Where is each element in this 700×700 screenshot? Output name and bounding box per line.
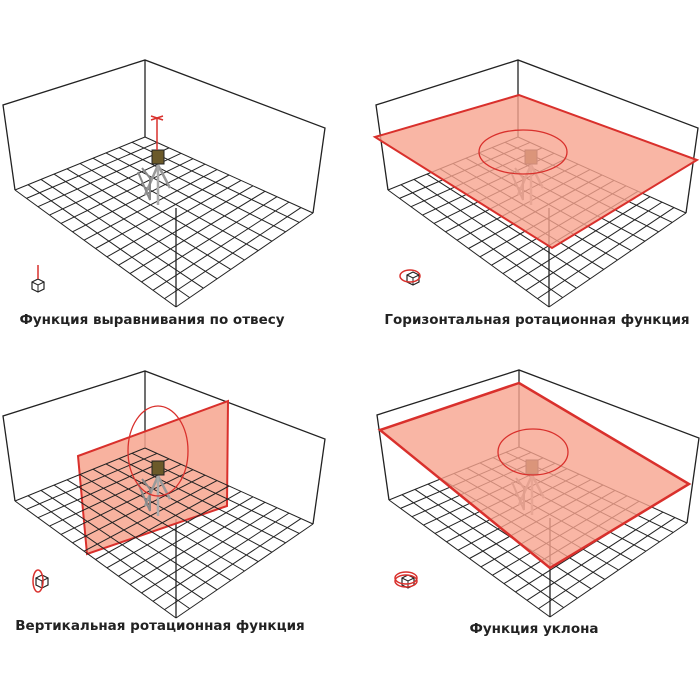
tripod-brace <box>137 167 151 201</box>
panel-slope <box>376 369 700 618</box>
grid-line <box>118 496 254 577</box>
mode-icon <box>31 265 45 293</box>
plumb-cross <box>150 115 164 121</box>
grid-line <box>175 523 314 619</box>
mode-icon <box>394 571 418 589</box>
grid-line <box>106 179 242 258</box>
grid-line <box>72 474 206 544</box>
grid-line <box>141 196 278 283</box>
grid-line <box>37 458 170 519</box>
panel-horizontal <box>372 59 700 308</box>
vertical-ring-icon <box>32 569 44 593</box>
label-plumb: Функция выравнивания по отвесу <box>19 312 285 328</box>
grid-line <box>152 512 290 602</box>
grid-line <box>60 469 194 535</box>
grid-line <box>14 136 146 191</box>
mode-icon <box>32 569 49 593</box>
tripod-leg <box>156 475 172 500</box>
grid-line <box>60 158 194 224</box>
mode-icon <box>399 269 421 286</box>
grid-line <box>525 201 663 291</box>
laser-level-body <box>151 149 165 165</box>
grid-line <box>129 501 266 585</box>
horizontal-ring-icon <box>399 269 421 283</box>
grid-line <box>549 522 688 618</box>
grid-line <box>175 212 314 308</box>
grid-line <box>548 212 687 308</box>
wall-top-edges <box>2 59 326 214</box>
grid-line <box>152 201 290 291</box>
grid-line <box>95 485 230 560</box>
rotation-circle <box>127 405 189 497</box>
label-horizontal: Горизонтальная ротационная функция <box>384 312 690 328</box>
grid-line <box>14 447 146 502</box>
floor-grid <box>14 136 314 308</box>
grid-line <box>537 207 675 300</box>
label-slope: Функция уклона <box>469 621 599 637</box>
grid-line <box>26 141 158 199</box>
grid-line <box>538 517 676 610</box>
grid-line <box>83 169 218 241</box>
rotation-circle <box>497 428 569 476</box>
tripod-leg <box>143 164 160 196</box>
grid-line <box>514 196 651 283</box>
rotation-circle <box>478 129 568 175</box>
tripod-leg <box>143 475 160 507</box>
tripod-laser-level <box>137 460 172 516</box>
tripod-laser-level <box>137 149 172 205</box>
label-vertical: Вертикальная ротационная функция <box>15 618 305 634</box>
grid-line <box>26 452 158 510</box>
slope-ring-icon <box>394 574 418 588</box>
grid-line <box>95 174 230 249</box>
grid-line <box>526 511 664 601</box>
grid-line <box>72 163 206 233</box>
horizontal-laser-plane <box>372 93 700 250</box>
slope-ring-icon <box>394 571 418 585</box>
grid-line <box>164 518 302 611</box>
grid-line <box>37 147 170 208</box>
grid-line <box>106 490 242 569</box>
grid-line <box>129 190 266 274</box>
tripod-brace <box>137 478 151 512</box>
grid-line <box>83 480 218 552</box>
panel-plumb <box>2 59 326 308</box>
laser-level-body <box>151 460 165 476</box>
panel-vertical <box>2 370 326 619</box>
grid-line <box>164 207 302 300</box>
grid-line <box>141 507 278 594</box>
grid-line <box>118 185 254 266</box>
tripod-leg <box>156 164 172 189</box>
